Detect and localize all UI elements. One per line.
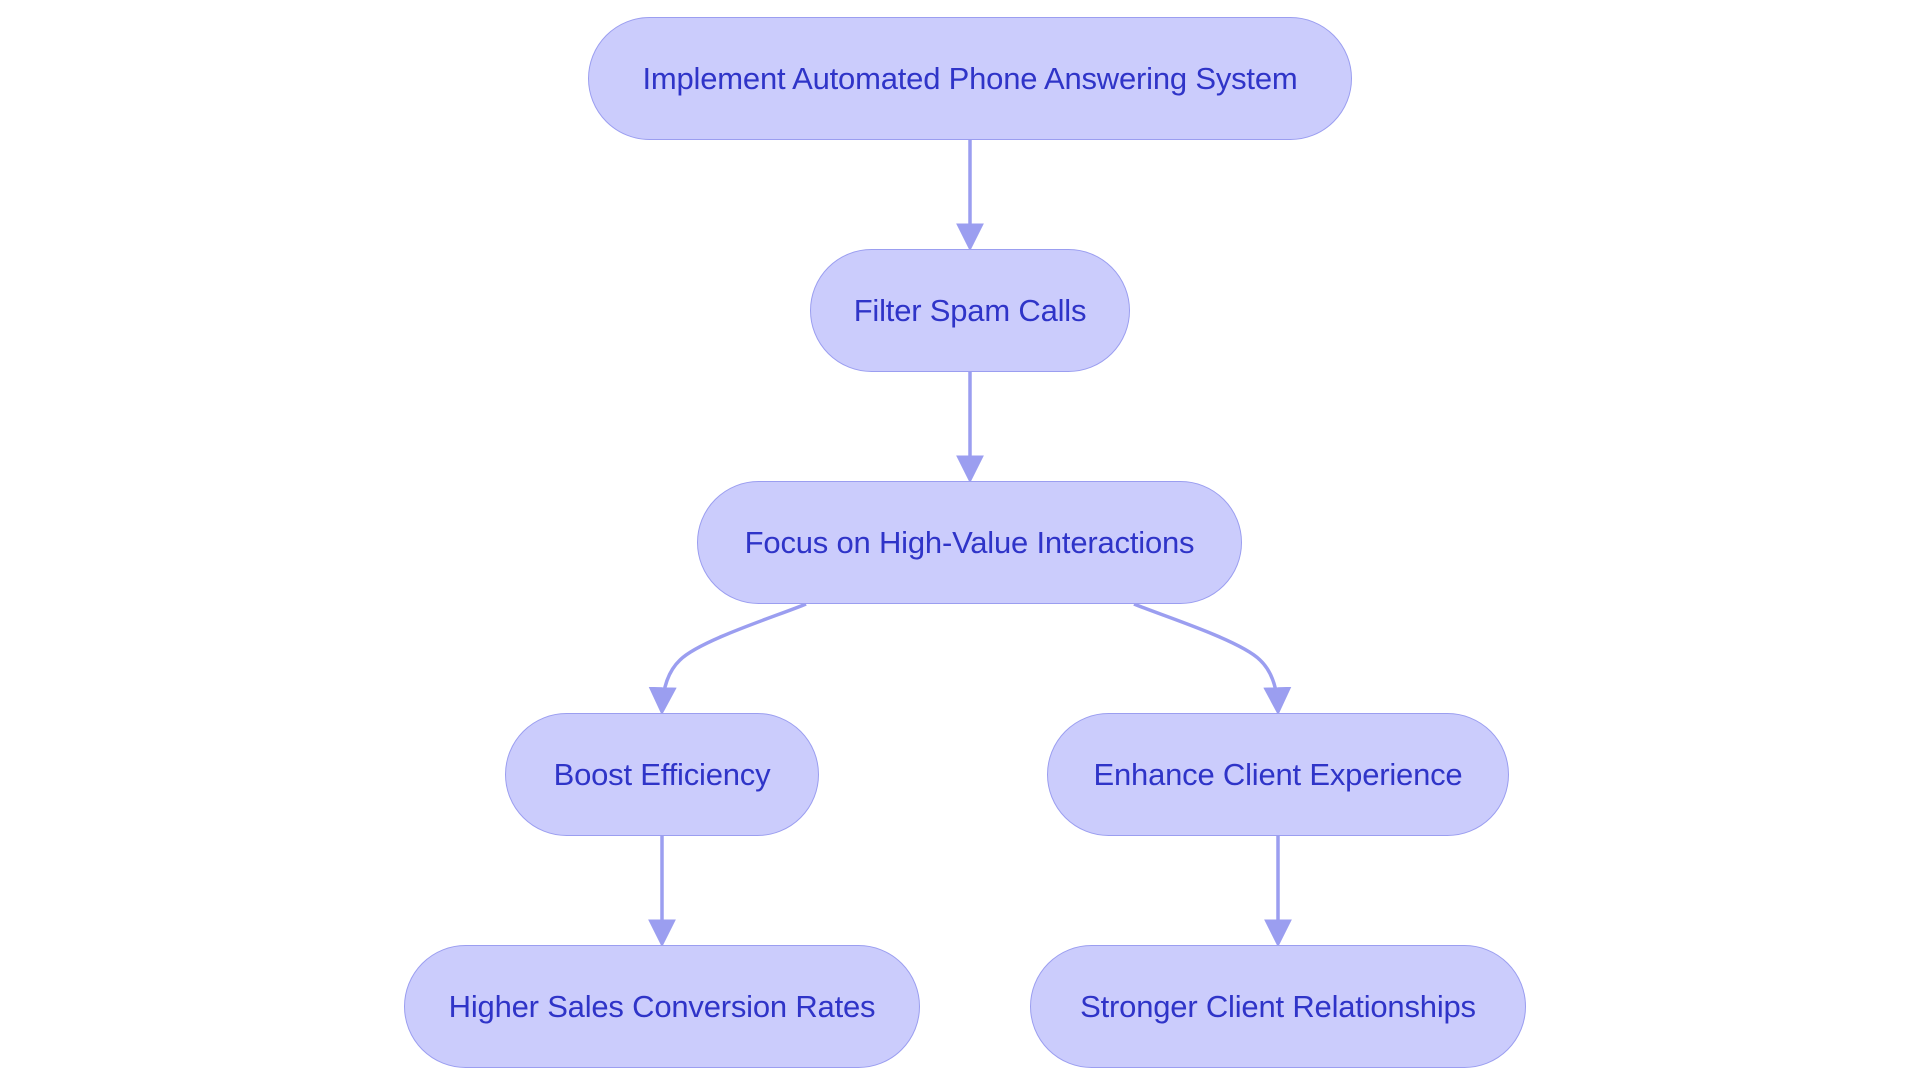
- edge-focus-to-boost: [648, 602, 807, 716]
- node-implement-system: Implement Automated Phone Answering Syst…: [588, 17, 1352, 140]
- node-label: Implement Automated Phone Answering Syst…: [642, 60, 1298, 96]
- node-label: Stronger Client Relationships: [1080, 988, 1476, 1024]
- node-enhance-client-experience: Enhance Client Experience: [1047, 713, 1509, 836]
- node-label: Filter Spam Calls: [853, 292, 1087, 328]
- node-label: Enhance Client Experience: [1093, 756, 1463, 792]
- node-focus-high-value: Focus on High-Value Interactions: [697, 481, 1242, 604]
- node-label: Focus on High-Value Interactions: [744, 524, 1195, 560]
- edge-focus-to-enhance: [1133, 602, 1292, 716]
- node-higher-sales: Higher Sales Conversion Rates: [404, 945, 920, 1068]
- node-label: Higher Sales Conversion Rates: [448, 988, 876, 1024]
- node-boost-efficiency: Boost Efficiency: [505, 713, 819, 836]
- node-filter-spam-calls: Filter Spam Calls: [810, 249, 1130, 372]
- node-stronger-relationships: Stronger Client Relationships: [1030, 945, 1526, 1068]
- node-label: Boost Efficiency: [553, 756, 771, 792]
